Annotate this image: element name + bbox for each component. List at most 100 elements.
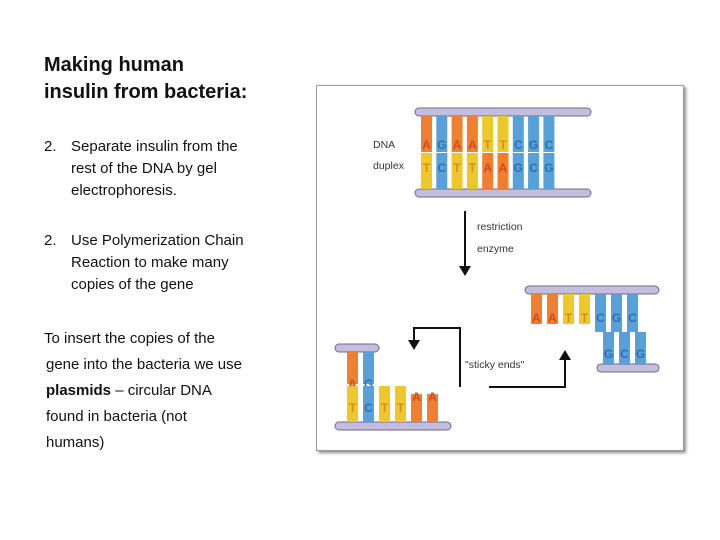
right-bottom-base-0 xyxy=(603,332,614,364)
list-item-line: Use Polymerization Chain xyxy=(71,232,244,249)
restriction-enzyme-diagram: DNA duplex restriction enzyme "sticky en… xyxy=(316,85,684,451)
slide-title-line-2: insulin from bacteria: xyxy=(44,81,248,103)
duplex-top-base-8 xyxy=(543,116,555,152)
left-bottom-base-3 xyxy=(395,386,406,422)
duplex-top-letter-7: G xyxy=(529,138,538,152)
duplex-bottom-base-3 xyxy=(466,153,478,189)
duplex-bottom-base-5 xyxy=(497,153,509,189)
right-top-base-2 xyxy=(563,294,574,324)
duplex-top-base-6 xyxy=(512,116,524,152)
left-top-backbone xyxy=(334,343,380,353)
duplex-top-base-1 xyxy=(436,116,448,152)
right-top-base-4 xyxy=(595,294,606,332)
right-top-letter-3: T xyxy=(581,311,589,325)
left-bottom-letter-5: A xyxy=(428,390,437,404)
right-top-letter-4: C xyxy=(596,311,605,325)
list-item-text: Use Polymerization Chain Reaction to mak… xyxy=(71,230,291,296)
duplex-top-base-3 xyxy=(466,116,478,152)
enzyme-label: enzyme xyxy=(477,243,514,255)
duplex-bottom-base-0 xyxy=(421,153,432,189)
plasmids-term: plasmids xyxy=(46,382,112,399)
left-bottom-backbone xyxy=(334,421,452,431)
duplex-top-letter-0: A xyxy=(422,138,431,152)
paragraph-line: plasmids – circular DNA xyxy=(44,378,279,404)
duplex-top-base-7 xyxy=(528,116,540,152)
sticky-ends-label: "sticky ends" xyxy=(465,359,525,371)
paragraph-line: To insert the copies of the xyxy=(44,330,215,347)
duplex-bottom-letter-1: C xyxy=(437,161,446,175)
right-bottom-base-1 xyxy=(619,332,630,364)
duplex-bottom-letter-2: T xyxy=(453,161,461,175)
list-item-number: 2. xyxy=(44,138,57,155)
left-bottom-base-5 xyxy=(427,394,438,422)
duplex-top-base-5 xyxy=(497,116,509,152)
duplex-bottom-base-8 xyxy=(543,153,555,189)
duplex-bottom-letter-0: T xyxy=(423,161,431,175)
duplex-top-backbone xyxy=(414,107,592,117)
duplex-top-letter-4: T xyxy=(484,138,492,152)
right-top-letter-1: A xyxy=(548,311,557,325)
paragraph-line: humans) xyxy=(46,434,105,451)
left-bottom-letter-4: A xyxy=(412,390,421,404)
right-top-base-1 xyxy=(547,294,558,324)
right-top-letter-5: G xyxy=(612,311,621,325)
duplex-bottom-letter-3: T xyxy=(469,161,477,175)
duplex-label: duplex xyxy=(373,160,405,172)
left-top-letter-0: A xyxy=(348,377,357,391)
cut-arrow xyxy=(459,211,471,276)
right-bottom-backbone xyxy=(596,363,660,373)
left-bottom-letter-0: T xyxy=(349,401,357,415)
left-bottom-letter-3: T xyxy=(397,401,405,415)
duplex-top-base-0 xyxy=(421,116,432,152)
duplex-bottom-base-1 xyxy=(436,153,448,189)
right-bottom-letter-2: G xyxy=(636,347,645,361)
slide-title-line-1: Making human xyxy=(44,54,185,76)
list-item-text: Separate insulin from the rest of the DN… xyxy=(71,136,291,202)
duplex-bottom-base-4 xyxy=(482,153,494,189)
right-top-letter-6: C xyxy=(628,311,637,325)
list-item-line: Reaction to make many xyxy=(71,254,229,271)
duplex-top-letter-6: C xyxy=(514,138,523,152)
right-bottom-letter-0: G xyxy=(604,347,613,361)
duplex-top-base-4 xyxy=(482,116,494,152)
duplex-top-letter-3: A xyxy=(468,138,477,152)
right-bottom-letter-1: C xyxy=(620,347,629,361)
duplex-top-letter-1: G xyxy=(437,138,446,152)
restriction-label: restriction xyxy=(477,221,523,233)
dna-diagram-svg: DNA duplex restriction enzyme "sticky en… xyxy=(334,107,660,431)
left-bottom-base-2 xyxy=(379,386,390,422)
right-top-backbone xyxy=(524,285,660,295)
left-bottom-base-0 xyxy=(347,386,358,422)
duplex-bottom-letter-8: G xyxy=(544,161,553,175)
left-bottom-letter-2: T xyxy=(381,401,389,415)
slide-title: Making human insulin from bacteria: xyxy=(44,52,247,106)
duplex-bottom-base-2 xyxy=(451,153,463,189)
list-item-line: rest of the DNA by gel xyxy=(71,160,217,177)
left-bottom-letter-1: C xyxy=(364,401,373,415)
duplex-bottom-letter-4: A xyxy=(483,161,492,175)
left-top-base-0 xyxy=(347,352,358,384)
duplex-top-letter-5: T xyxy=(499,138,507,152)
duplex-bottom-letter-6: G xyxy=(514,161,523,175)
list-item-line: Separate insulin from the xyxy=(71,138,238,155)
left-bottom-base-4 xyxy=(411,394,422,422)
right-bottom-base-2 xyxy=(635,332,646,364)
duplex-top-letter-8: C xyxy=(545,138,554,152)
duplex-bottom-base-7 xyxy=(528,153,540,189)
left-fragment-arrow xyxy=(408,327,461,387)
plasmid-paragraph: To insert the copies of the gene into th… xyxy=(44,326,279,456)
duplex-bottom-letter-7: C xyxy=(529,161,538,175)
list-item-line: electrophoresis. xyxy=(71,182,177,199)
right-top-letter-0: A xyxy=(532,311,541,325)
right-top-base-6 xyxy=(627,294,638,332)
paragraph-line-rest: – circular DNA xyxy=(111,382,212,399)
right-top-base-3 xyxy=(579,294,590,324)
right-fragment-arrow xyxy=(489,350,571,388)
right-top-letter-2: T xyxy=(565,311,573,325)
left-top-base-1 xyxy=(363,352,374,384)
right-top-base-0 xyxy=(531,294,542,324)
list-item-number: 2. xyxy=(44,232,57,249)
duplex-top-letter-2: A xyxy=(453,138,462,152)
list-item-line: copies of the gene xyxy=(71,276,194,293)
